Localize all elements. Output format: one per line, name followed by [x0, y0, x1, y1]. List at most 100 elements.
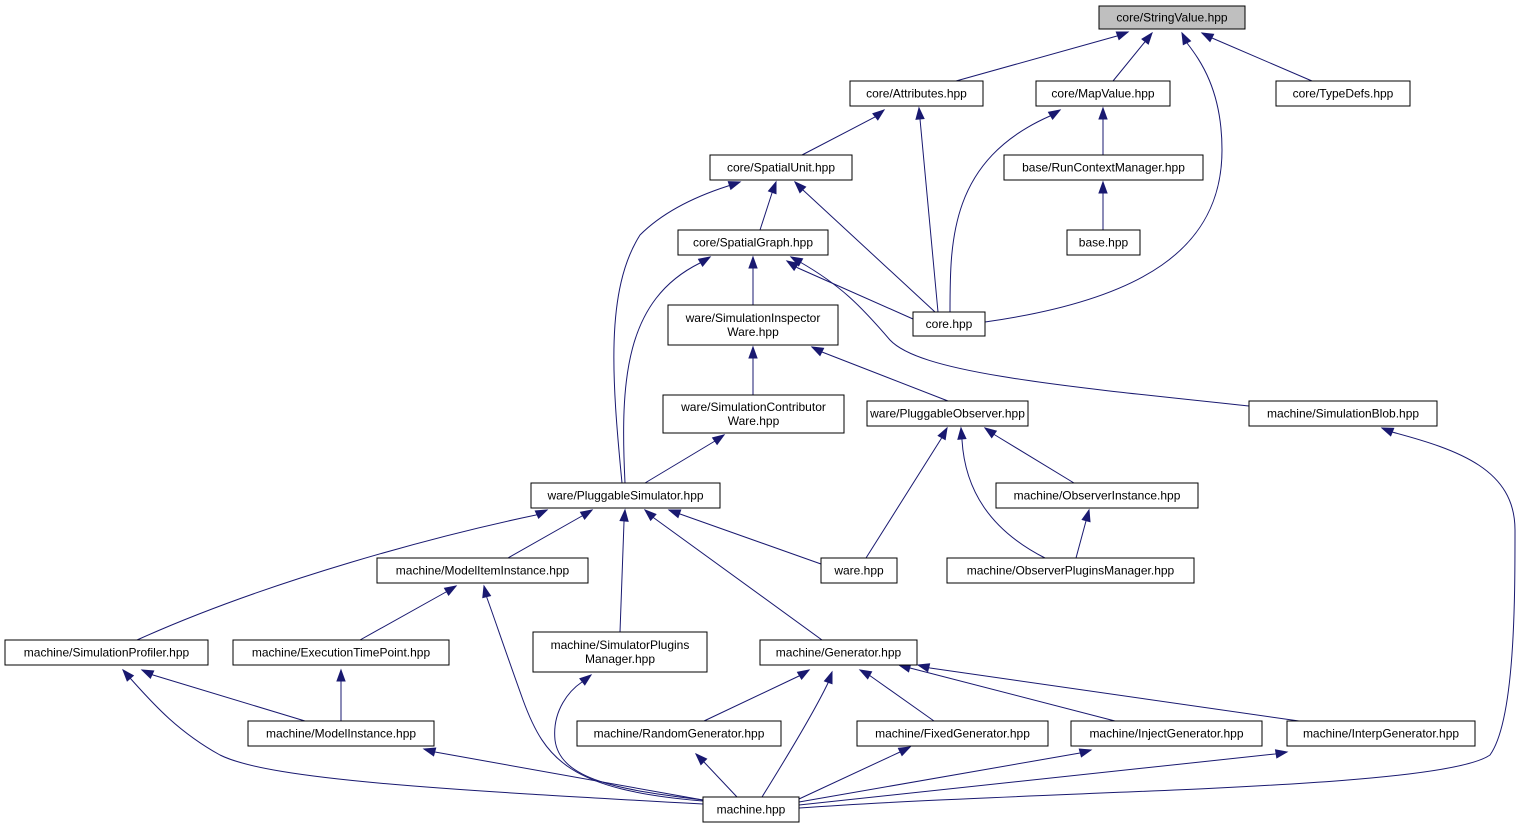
edge-spatialgraph-to-spatialunit [759, 180, 777, 231]
node-label: core/MapValue.hpp [1051, 87, 1155, 101]
arrowhead-icon [140, 669, 155, 680]
arrowhead-icon [1200, 32, 1215, 43]
node-box[interactable] [856, 720, 1049, 747]
node-label: ware.hpp [833, 564, 884, 578]
node-simblob[interactable]: machine/SimulationBlob.hpp [1248, 400, 1438, 427]
node-machinehpp[interactable]: machine.hpp [702, 796, 800, 823]
node-box[interactable] [1098, 5, 1246, 30]
node-randomgen[interactable]: machine/RandomGenerator.hpp [576, 720, 782, 747]
node-box[interactable] [849, 80, 984, 107]
node-exectimepoint[interactable]: machine/ExecutionTimePoint.hpp [232, 639, 450, 666]
arrowhead-icon [957, 426, 967, 440]
nodes-layer: core/StringValue.hpp core/Attributes.hpp c… [4, 5, 1476, 823]
node-interpgen[interactable]: machine/InterpGenerator.hpp [1286, 720, 1476, 747]
edge-simblob-to-spatialgraph [789, 256, 1250, 407]
node-label: core/SpatialGraph.hpp [693, 236, 813, 250]
edge-line [801, 109, 885, 156]
edge-line [359, 585, 457, 641]
node-box[interactable] [576, 720, 782, 747]
arrowhead-icon [916, 663, 931, 673]
node-box[interactable] [946, 557, 1195, 584]
node-box[interactable] [912, 311, 986, 337]
edge-simcontributor-to-siminspector [748, 345, 758, 395]
edge-machinehpp-to-fixedgen [798, 746, 912, 800]
edge-line [949, 109, 1061, 313]
node-box[interactable] [532, 631, 708, 673]
node-basehpp[interactable]: base.hpp [1066, 229, 1141, 256]
node-box[interactable] [4, 639, 209, 666]
node-modeliteminstance[interactable]: machine/ModelItemInstance.hpp [376, 557, 589, 584]
node-box[interactable] [1286, 720, 1476, 747]
node-observerplugins[interactable]: machine/ObserverPluginsManager.hpp [946, 557, 1195, 584]
node-box[interactable] [995, 482, 1199, 509]
node-box[interactable] [759, 639, 918, 666]
edge-line [668, 509, 822, 565]
node-label: machine.hpp [717, 803, 786, 817]
node-box[interactable] [1275, 80, 1411, 107]
node-box[interactable] [866, 400, 1029, 427]
node-box[interactable] [1003, 154, 1204, 181]
node-simprofiler[interactable]: machine/SimulationProfiler.hpp [4, 639, 209, 666]
node-box[interactable] [1066, 229, 1141, 256]
node-label: core/StringValue.hpp [1116, 11, 1228, 25]
edge-machinehpp-to-simplugins [554, 674, 704, 801]
node-generator[interactable]: machine/Generator.hpp [759, 639, 918, 666]
node-plugobserver[interactable]: ware/PluggableObserver.hpp [866, 400, 1029, 427]
edge-line [619, 509, 626, 633]
node-modelinstance[interactable]: machine/ModelInstance.hpp [247, 720, 435, 747]
node-plugsimulator[interactable]: ware/PluggableSimulator.hpp [530, 482, 721, 509]
node-observerinstance[interactable]: machine/ObserverInstance.hpp [995, 482, 1199, 509]
node-stringvalue[interactable]: core/StringValue.hpp [1098, 5, 1246, 30]
node-mapvalue[interactable]: core/MapValue.hpp [1035, 80, 1171, 107]
node-box[interactable] [667, 304, 839, 346]
edge-observerinstance-to-plugobserver [983, 427, 1075, 484]
node-corehpp[interactable]: core.hpp [912, 311, 986, 337]
arrowhead-icon [643, 509, 657, 522]
edge-fixedgen-to-generator [858, 669, 935, 722]
arrowhead-icon [579, 509, 594, 520]
edge-line [917, 664, 1300, 722]
node-fixedgen[interactable]: machine/FixedGenerator.hpp [856, 720, 1049, 747]
arrowhead-icon [1098, 106, 1108, 120]
node-box[interactable] [1248, 400, 1438, 427]
node-box[interactable] [709, 154, 853, 181]
node-box[interactable] [820, 557, 898, 584]
edge-injectgen-to-generator [897, 663, 1116, 722]
node-box[interactable] [247, 720, 435, 747]
arrowhead-icon [937, 426, 948, 441]
node-box[interactable] [530, 482, 721, 509]
node-runcontext[interactable]: base/RunContextManager.hpp [1003, 154, 1204, 181]
node-box[interactable] [1035, 80, 1171, 107]
node-box[interactable] [662, 394, 845, 434]
edge-corehpp-to-mapvalue [949, 109, 1062, 313]
node-label: ware/SimulationInspector [685, 311, 821, 325]
node-spatialgraph[interactable]: core/SpatialGraph.hpp [677, 229, 829, 256]
node-box[interactable] [702, 796, 800, 823]
edge-line [955, 31, 1129, 82]
node-typedefs[interactable]: core/TypeDefs.hpp [1275, 80, 1411, 107]
node-attributes[interactable]: core/Attributes.hpp [849, 80, 984, 107]
node-box[interactable] [376, 557, 589, 584]
arrowhead-icon [694, 752, 708, 766]
node-box[interactable] [1070, 720, 1263, 747]
arrowhead-icon [810, 346, 825, 357]
node-injectgen[interactable]: machine/InjectGenerator.hpp [1070, 720, 1263, 747]
arrowhead-icon [1047, 109, 1062, 120]
node-label: Manager.hpp [585, 652, 655, 666]
edge-randomgen-to-generator [703, 669, 811, 722]
node-spatialunit[interactable]: core/SpatialUnit.hpp [709, 154, 853, 181]
node-label: machine/SimulationBlob.hpp [1267, 407, 1419, 421]
edge-line [623, 256, 711, 484]
node-label: machine/Generator.hpp [776, 646, 902, 660]
arrowhead-icon [336, 668, 346, 682]
edge-siminspector-to-spatialgraph [748, 255, 758, 305]
edge-machinehpp-to-simblob [798, 427, 1516, 809]
node-warehpp[interactable]: ware.hpp [820, 557, 898, 584]
arrowhead-icon [767, 180, 777, 195]
node-box[interactable] [677, 229, 829, 256]
node-box[interactable] [232, 639, 450, 666]
